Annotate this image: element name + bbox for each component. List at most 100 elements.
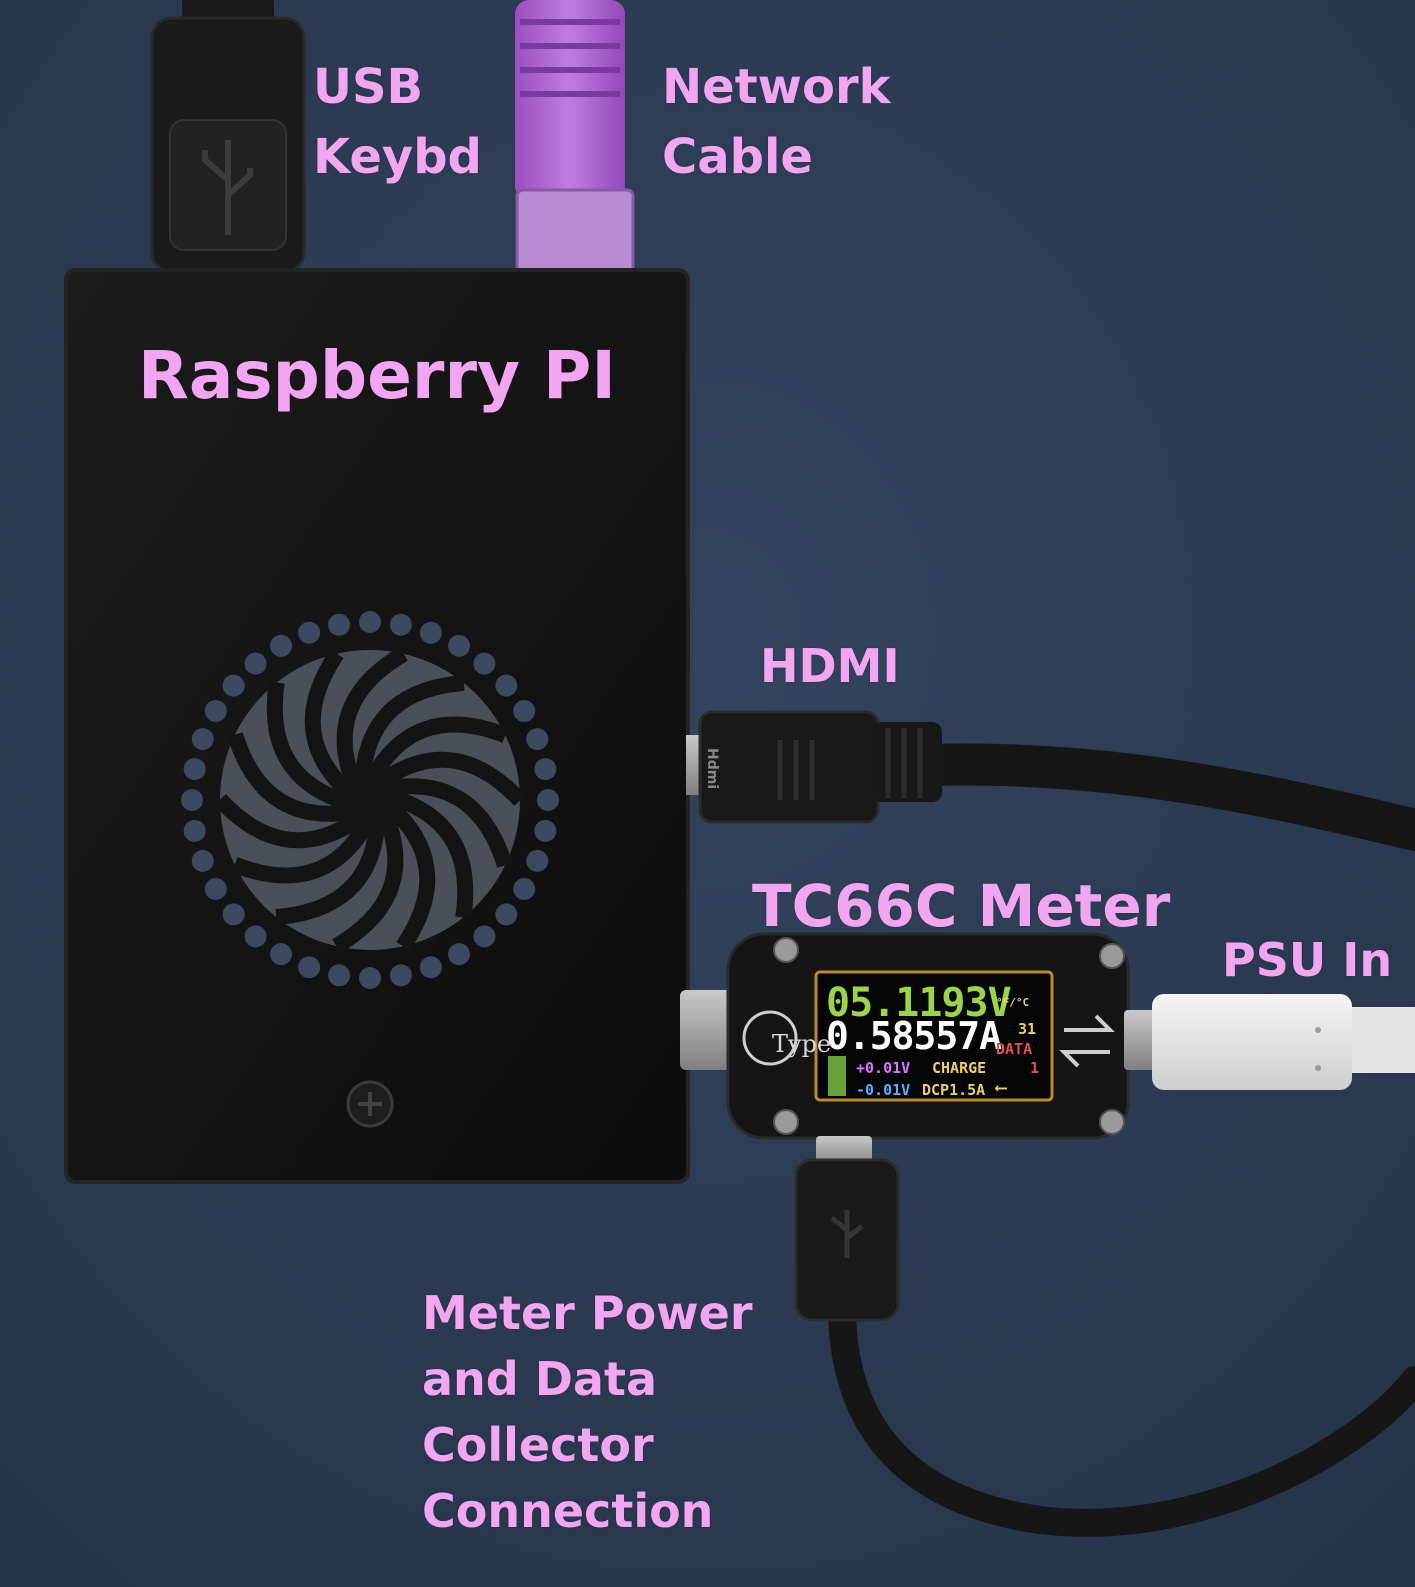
meter-power-usb-symbol-icon [830,1210,864,1258]
fan-grille-hole [191,728,214,751]
fan-grille-hole [204,878,227,900]
fan-grille-hole [222,903,245,926]
lcd-temperature: 31 [1018,1020,1037,1038]
fan-grille-hole [270,943,292,966]
label-hdmi: HDMI [760,639,900,693]
fan-grille-blade [275,828,385,926]
fan-grille-hole [448,943,470,966]
fan-grille-hole [359,611,381,633]
network-cable-boot [515,0,625,200]
hdmi-strain-relief [872,722,942,802]
fan-grille-hole [222,674,245,697]
label-raspberry-pi: Raspberry PI [138,337,616,414]
label-network-cable: Network Cable [662,52,891,192]
fan-grille-hole [244,652,267,675]
fan-hub [332,762,408,838]
fan-grille-hole [359,967,381,989]
lcd-charge-label: CHARGE [932,1059,987,1077]
psu-plug-dot [1315,1065,1321,1071]
pi-usbc-metal [680,990,740,1070]
fan-grille-hole [495,903,518,926]
lcd-data-label: DATA [996,1040,1033,1058]
fan-grille [181,611,559,989]
fan-grille-hole [534,819,557,842]
lcd-charge-mode: DCP1.5A [922,1081,986,1099]
fan-grille-hole [513,878,536,900]
fan-grille-hole [204,700,227,722]
type-c-logo-ring [742,1010,798,1066]
label-network-line-1: Network [662,59,891,115]
fan-grille-hole [298,956,321,979]
fan-grille-blade [227,732,344,822]
fan-grille-hole [389,613,412,636]
lcd-temp-unit: °F/°C [996,996,1030,1009]
fan-grille-blade [397,792,474,919]
fan-grille-blade [214,794,356,849]
lcd-battery-bar [828,1056,846,1096]
fan-grille-hole [473,652,496,675]
label-meter-power-line-1: Meter Power [422,1286,753,1340]
meter-lcd [814,970,1054,1102]
fan-grille-hole [526,728,549,751]
hdmi-cable [909,743,1415,851]
label-meter-power: Meter Power and Data Collector Connectio… [422,1280,753,1544]
fan-grille-hole [270,634,292,657]
fan-grille-hole [244,925,267,948]
fan-grille-blade [355,674,465,772]
fan-grille-hole [183,758,206,781]
fan-grille-hole [183,819,206,842]
fan-grille-blade [231,824,371,884]
label-tc66c-meter: TC66C Meter [752,872,1171,940]
fan-grille-blade [369,716,509,776]
fan-grille-hole [526,849,549,872]
fan-grille-hole [191,849,214,872]
lcd-d-minus: -0.01V [856,1081,911,1099]
label-usb-line-2: Keybd [313,129,482,185]
label-network-line-2: Cable [662,129,813,185]
lcd-voltage: 05.1193V [826,980,1012,1026]
label-meter-power-line-3: Collector [422,1418,654,1472]
label-psu-in: PSU In [1222,933,1393,987]
lcd-current: 0.58557A [826,1014,1002,1058]
fan-grille-hole [419,956,442,979]
fan-grille-hole [537,789,559,811]
fan-grille-blade [384,751,526,806]
fan-grille-blade [396,778,513,868]
lcd-group: 1 [1030,1059,1040,1077]
meter-screw-tl [773,937,799,963]
label-meter-power-line-2: and Data [422,1352,657,1406]
psu-plug-dot [1315,1027,1321,1033]
fan-grille-blade [336,646,408,780]
fan-grille-hole [181,789,203,811]
meter-screw-tr [1099,943,1125,969]
fan-grille-hole [495,674,518,697]
fan-grille-hole [328,964,351,987]
fan-grille-hole [328,613,351,636]
usb-symbol-icon [202,140,253,235]
psu-usbc-plug [1152,994,1352,1090]
psu-usbc-metal [1124,1010,1158,1070]
type-c-logo: Type [772,1030,832,1058]
fan-grille-hole [513,700,536,722]
meter-screw-br [1099,1109,1125,1135]
meter-screw-bl [773,1109,799,1135]
case-screw-cross [358,1092,382,1116]
fan-grille-hole [298,621,321,644]
fan-grille-hole [534,758,557,781]
fan-grille-blade [391,807,436,951]
hdmi-metal [686,735,702,795]
network-boot-ridges [520,19,620,97]
lcd-direction-arrow-icon: ⟵ [996,1078,1007,1098]
hdmi-logo: Hdmi [704,748,720,790]
direction-arrows-icon [1059,1014,1115,1068]
fan-grille-blade [332,820,404,954]
fan-grille-hole [448,634,470,657]
label-usb-line-1: USB [313,59,424,115]
fan-grille-hole [389,964,412,987]
label-meter-power-line-4: Connection [422,1484,714,1538]
network-plug [515,188,635,274]
fan-grille-hole [419,621,442,644]
hdmi-plug [698,710,880,824]
hdmi-ridges [777,728,923,800]
